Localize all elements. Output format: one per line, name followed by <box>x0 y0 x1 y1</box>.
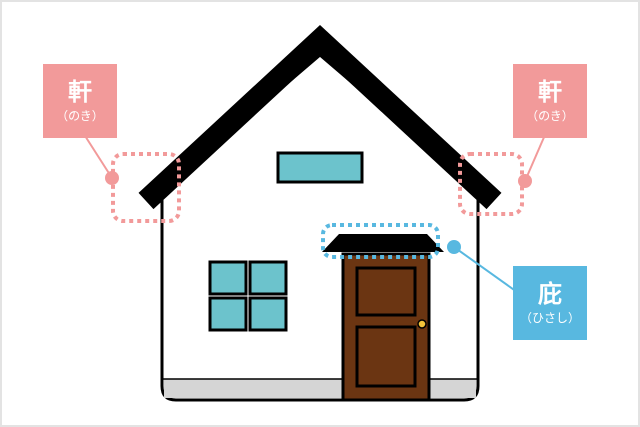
hisashi-dot <box>447 240 461 254</box>
noki-left-kanji: 軒 <box>68 78 92 106</box>
noki-left-highlight <box>111 152 181 223</box>
hisashi-label-bg <box>513 266 587 340</box>
noki-right-reading: （のき） <box>526 109 574 123</box>
noki-left-reading: （のき） <box>56 109 104 123</box>
noki-right-callout <box>458 64 587 216</box>
doorknob <box>417 319 427 329</box>
window-pane <box>248 260 288 296</box>
door-panel-upper <box>355 266 417 317</box>
hisashi-callout <box>321 223 587 340</box>
roof <box>138 25 502 210</box>
door-canopy <box>322 234 444 252</box>
noki-left-callout <box>43 64 181 223</box>
hisashi-label: 庇 （ひさし） <box>513 266 587 340</box>
four-pane-window <box>208 260 288 332</box>
window-pane <box>248 296 288 332</box>
attic-window <box>276 151 364 184</box>
noki-right-dot <box>518 174 532 188</box>
noki-left-label: 軒 （のき） <box>43 64 117 138</box>
house <box>138 25 502 402</box>
door-panel-lower <box>355 325 417 388</box>
noki-right-label: 軒 （のき） <box>513 64 587 138</box>
hisashi-reading: （ひさし） <box>519 311 580 325</box>
hisashi-highlight <box>321 223 440 259</box>
noki-right-label-bg <box>513 64 587 138</box>
noki-left-dot <box>105 171 119 185</box>
hisashi-kanji: 庇 <box>538 280 562 308</box>
noki-left-label-bg <box>43 64 117 138</box>
door <box>341 252 431 402</box>
window-pane <box>208 260 248 296</box>
window-pane <box>208 296 248 332</box>
hisashi-leader <box>453 246 518 293</box>
noki-right-kanji: 軒 <box>538 78 562 106</box>
